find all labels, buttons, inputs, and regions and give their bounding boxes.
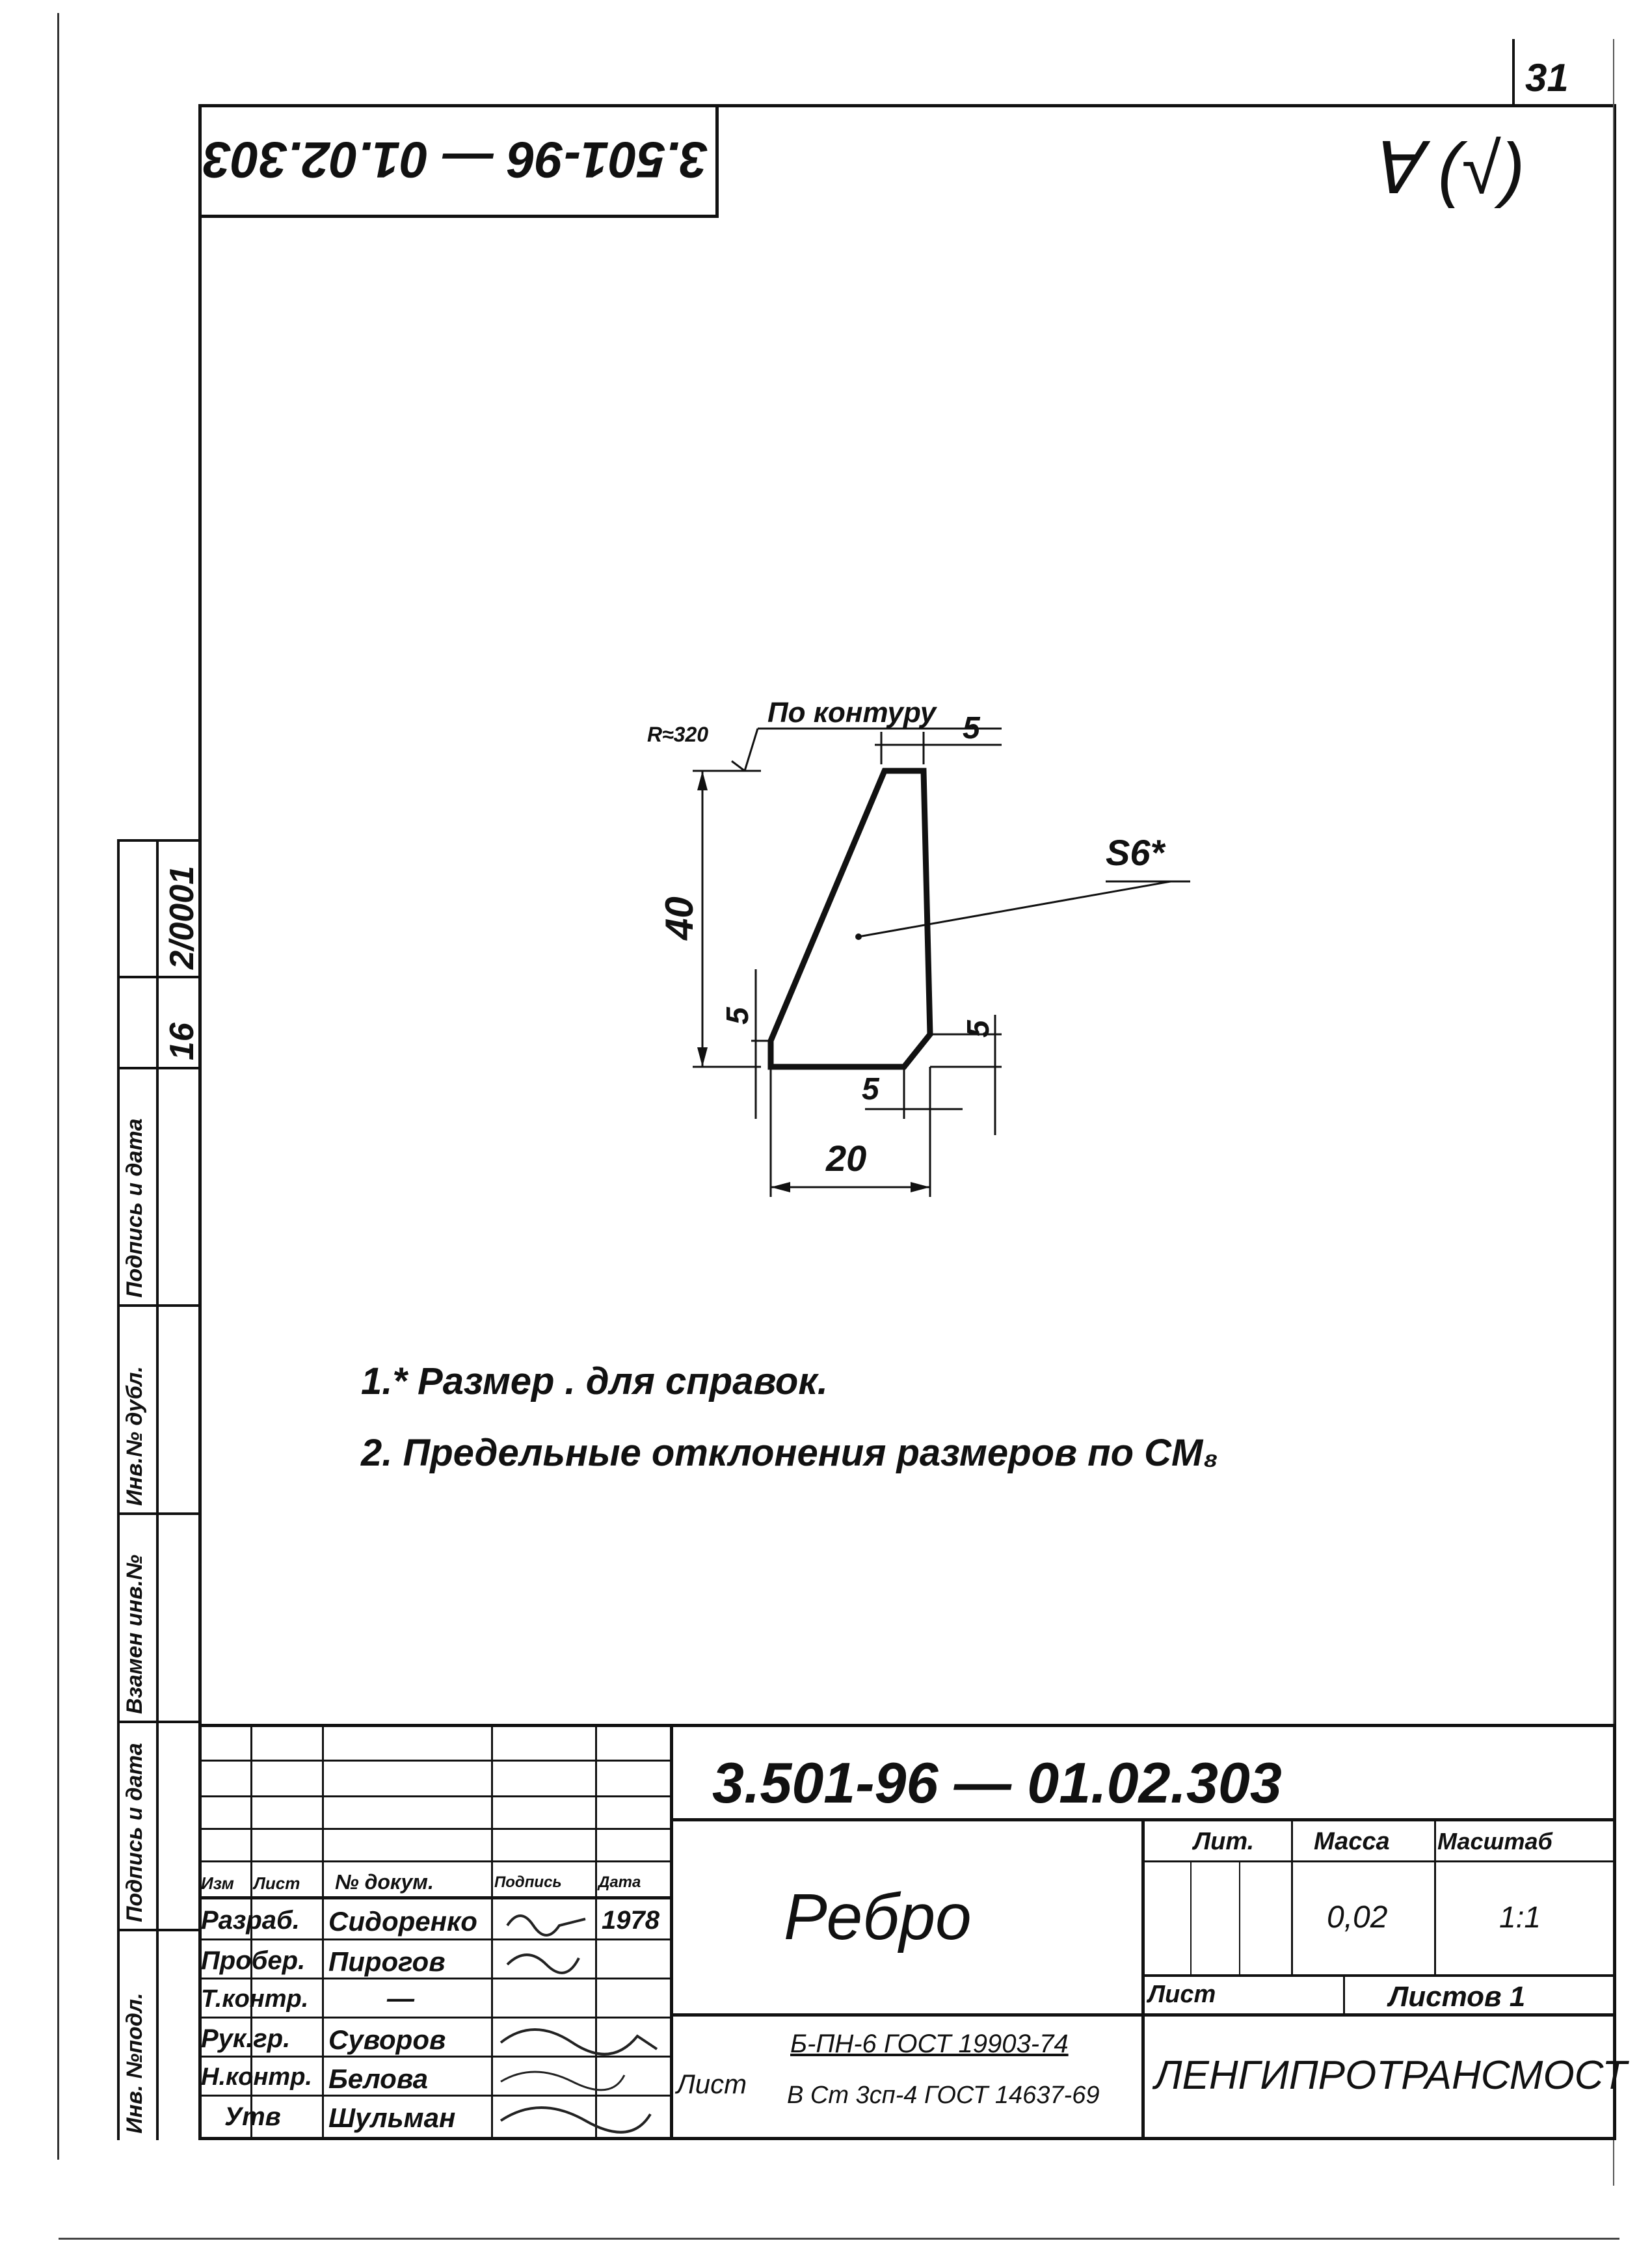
- upside-code: 3.501-96 — 01.02.303: [202, 131, 708, 189]
- mass-label: Масса: [1314, 1828, 1390, 1855]
- role-5: Утв: [224, 2102, 281, 2131]
- role-1: Пробер.: [201, 1946, 306, 1975]
- hdr-izm: Изм: [201, 1873, 234, 1893]
- rib-outline: [767, 768, 933, 1070]
- dim-top: 5: [963, 711, 981, 745]
- role-0-name: Сидоренко: [328, 1906, 477, 1937]
- side-vzamen: Взамен инв.№: [122, 1554, 147, 1714]
- designation: 3.501-96 — 01.02.303: [712, 1751, 1282, 1815]
- part-name: Ребро: [784, 1881, 972, 1953]
- sheet-label: Лист: [1148, 1981, 1216, 2008]
- side-podpis-data-2: Подпись и дата: [122, 1743, 147, 1922]
- lit-label: Лит.: [1193, 1828, 1255, 1855]
- scale-value: 1:1: [1499, 1900, 1541, 1934]
- thickness-label: S6*: [1106, 832, 1166, 873]
- side-num-a: 16: [163, 1023, 201, 1060]
- side-num-b: 2/0001: [163, 865, 201, 969]
- hdr-data: Дата: [598, 1873, 641, 1891]
- side-inv-no-podl: Инв. №подл.: [122, 1992, 147, 2134]
- role-4-name: Белова: [328, 2063, 429, 2094]
- signatures: [500, 1914, 658, 2134]
- radius-label: R≈320: [647, 723, 708, 746]
- material-label: Лист: [676, 2069, 747, 2099]
- side-inv-dubl: Инв.№ дубл.: [122, 1366, 147, 1506]
- role-0-date: 1978: [602, 1906, 659, 1935]
- organization: ЛЕНГИПРОТРАНСМОСТ: [1154, 2053, 1627, 2098]
- note-2: 2. Предельные отклонения размеров по СМ₈: [361, 1432, 1218, 1474]
- hdr-podpis: Подпись: [494, 1873, 562, 1891]
- role-3-name: Суворов: [328, 2024, 446, 2055]
- dim-left-chamfer: 5: [721, 1006, 755, 1025]
- material-line-2: В Ст 3сп-4 ГОСТ 14637-69: [787, 2082, 1100, 2109]
- role-0: Разраб.: [201, 1906, 300, 1935]
- role-5-name: Шульман: [328, 2102, 456, 2133]
- role-2-name: —: [387, 1983, 414, 2013]
- dim-width: 20: [825, 1138, 866, 1179]
- dim-right-chamfer: 5: [961, 1019, 996, 1038]
- roughness-mark: ∀ (√): [1369, 129, 1525, 209]
- contour-label: По контуру: [767, 697, 938, 729]
- side-podpis-data-1: Подпись и дата: [122, 1118, 147, 1298]
- note-1: 1.* Pазмер . для справок.: [361, 1360, 828, 1402]
- title-block: Изм Лист № докум. Подпись Дата Разраб. С…: [198, 1724, 1627, 2140]
- role-3: Рук.гр.: [201, 2024, 291, 2053]
- page-number: 31: [1525, 56, 1569, 100]
- upside-code-box: 3.501-96 — 01.02.303: [198, 104, 719, 218]
- role-4: Н.контр.: [201, 2063, 312, 2091]
- hdr-list: Лист: [254, 1873, 300, 1893]
- part-drawing: S6* R≈320 По контуру 5 40 5 5 5 20: [647, 697, 1190, 1197]
- hdr-n-dokum: № докум.: [335, 1870, 434, 1894]
- side-stamp: Подпись и дата Инв.№ дубл. Взамен инв.№ …: [117, 1067, 202, 2140]
- material-line-1: Б-ПН-6 ГОСТ 19903-74: [790, 2030, 1069, 2058]
- mass-value: 0,02: [1327, 1900, 1388, 1935]
- scale-label: Масштаб: [1437, 1828, 1552, 1855]
- dim-height: 40: [658, 896, 701, 941]
- dim-bottom-chamfer: 5: [862, 1072, 880, 1107]
- role-1-name: Пирогов: [328, 1946, 446, 1977]
- role-2: Т.контр.: [201, 1985, 309, 2013]
- sheets-label: Листов 1: [1389, 1981, 1526, 2013]
